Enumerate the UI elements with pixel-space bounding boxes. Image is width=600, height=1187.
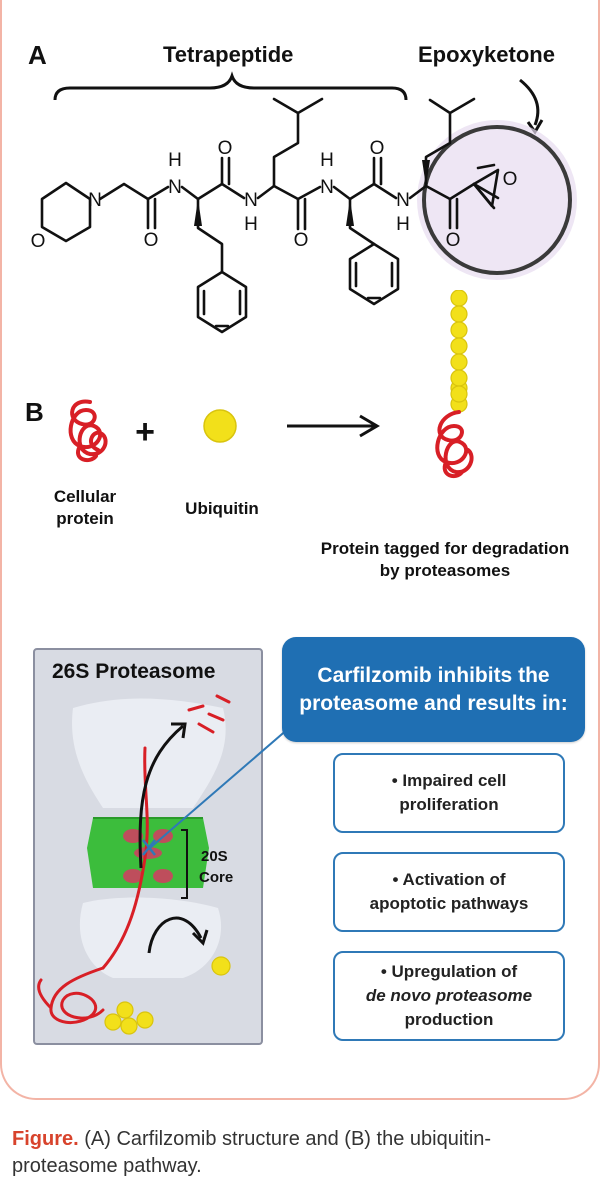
atom-h3: H <box>320 150 334 171</box>
caption-lead: Figure. <box>12 1128 79 1150</box>
effect-2-line2: apoptotic pathways <box>369 894 529 913</box>
atom-o4: O <box>370 138 385 159</box>
atom-n-morph: N <box>88 190 102 211</box>
skeleton-bonds <box>40 97 500 334</box>
atom-h4: H <box>396 214 410 235</box>
tagged-line2: by proteasomes <box>379 561 511 580</box>
effect-3-line1: • Upregulation of <box>380 962 518 981</box>
atom-o3: O <box>294 230 309 251</box>
epoxyketone-arrow <box>519 78 540 126</box>
wedge-1 <box>194 199 202 226</box>
atom-h1: H <box>168 150 182 171</box>
effect-item-apoptosis: • Activation of apoptotic pathways <box>333 852 565 932</box>
effects-header-line2: proteasome and results in: <box>299 691 568 715</box>
atom-n3: N <box>320 177 334 198</box>
atom-o1: O <box>144 230 159 251</box>
tagged-protein-icon <box>435 410 474 479</box>
effects-header-line1: Carfilzomib inhibits the <box>317 663 550 687</box>
tetrapeptide-label: Tetrapeptide <box>163 42 294 67</box>
reaction-arrow <box>287 414 380 438</box>
regulatory-cap-bottom <box>79 897 222 978</box>
tetrapeptide-bracket <box>53 71 408 101</box>
cellular-protein-label: Cellular protein <box>40 486 130 530</box>
cellular-protein-icon <box>68 399 108 463</box>
effect-item-proliferation: • Impaired cell proliferation <box>333 753 565 833</box>
effect-3-line3: production <box>404 1010 494 1029</box>
atom-labels: N O H N O O N H H N O O O N H O <box>31 138 518 252</box>
figure-caption: Figure. (A) Carfilzomib structure and (B… <box>12 1126 592 1180</box>
atom-n2: N <box>244 190 258 211</box>
core-label-2: Core <box>199 869 233 886</box>
effect-1-line2: proliferation <box>399 795 499 814</box>
atom-o5: O <box>446 230 461 251</box>
effect-3-line2: de novo proteasome <box>365 986 533 1005</box>
tagged-protein-label: Protein tagged for degradation by protea… <box>295 538 595 582</box>
atom-n4: N <box>396 190 410 211</box>
tagged-line1: Protein tagged for degradation <box>320 539 570 558</box>
effect-item-upregulation: • Upregulation of de novo proteasome pro… <box>333 951 565 1041</box>
panel-b-label: B <box>25 397 44 427</box>
atom-o-morph: O <box>31 231 46 252</box>
plus-sign: + <box>135 413 155 451</box>
core-label-1: 20S <box>201 848 228 865</box>
caption-text: (A) Carfilzomib structure and (B) the ub… <box>12 1128 492 1177</box>
effect-2-line1: • Activation of <box>392 870 506 889</box>
wedge-2 <box>346 199 354 226</box>
ubiquitin-icon <box>203 409 237 443</box>
released-ubiquitin <box>211 956 231 976</box>
epoxyketone-label: Epoxyketone <box>418 42 555 67</box>
proteasome-title: 26S Proteasome <box>52 660 216 683</box>
atom-h2: H <box>244 214 258 235</box>
atom-n1: N <box>168 177 182 198</box>
wedge-3 <box>422 160 430 186</box>
epoxyketone-circle <box>422 125 572 275</box>
ubiquitin-chain-top <box>450 290 468 403</box>
carfilzomib-effects-header: Carfilzomib inhibits the proteasome and … <box>282 637 585 742</box>
epoxyketone-halo <box>417 120 577 280</box>
atom-o2: O <box>218 138 233 159</box>
ubiquitin-label: Ubiquitin <box>185 499 259 518</box>
atom-o-epox: O <box>503 169 518 190</box>
bottom-ubiquitin-cluster <box>104 1001 154 1035</box>
cellular-protein-line2: protein <box>56 509 114 528</box>
panel-b-graphics: + <box>68 380 474 479</box>
panel-a-label: A <box>28 40 47 70</box>
proteasome-illustration: 20S Core <box>37 694 233 1035</box>
cellular-protein-line1: Cellular <box>53 487 117 506</box>
regulatory-cap-top <box>72 698 226 808</box>
carfilzomib-structure: N O H N O O N H H N O O O N H O <box>31 71 577 334</box>
effect-1-line1: • Impaired cell <box>391 771 507 790</box>
